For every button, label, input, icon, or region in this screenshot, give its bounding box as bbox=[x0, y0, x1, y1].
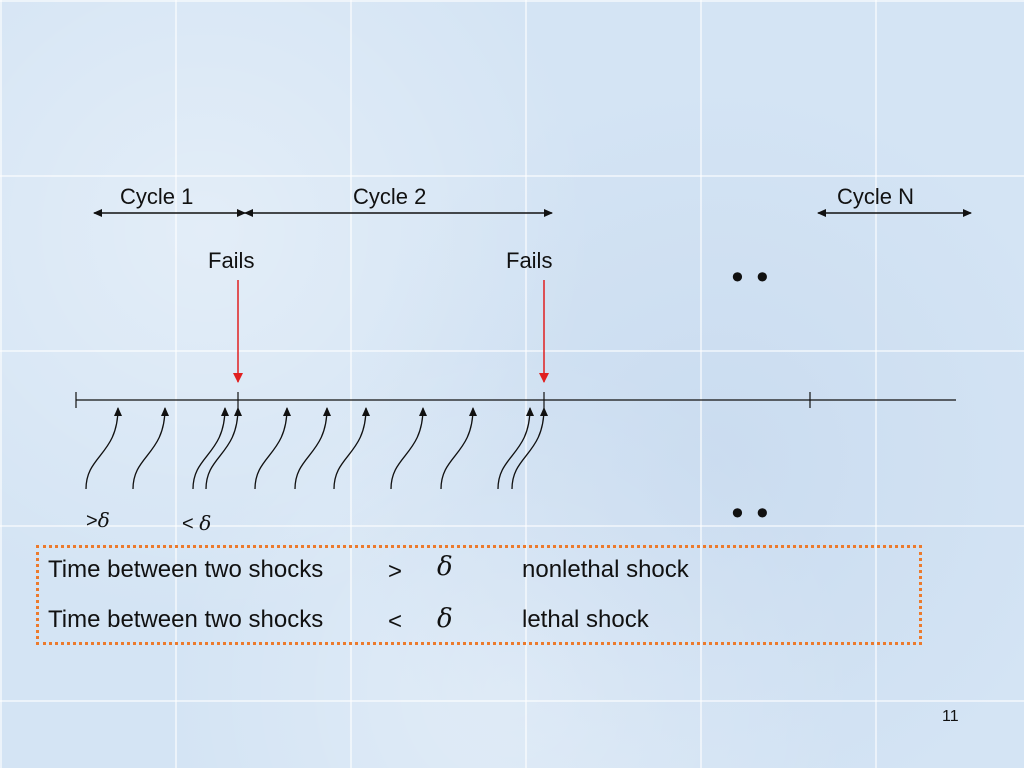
legend-row-nonlethal: Time between two shocks bbox=[48, 558, 323, 582]
shock-arrow bbox=[254, 407, 291, 490]
less-sign: < bbox=[182, 513, 194, 535]
cycle-n-label: Cycle N bbox=[837, 184, 915, 209]
shock-arrow bbox=[192, 407, 229, 490]
shock-arrow bbox=[205, 407, 242, 490]
legend-row-text: Time between two shocks bbox=[48, 556, 324, 583]
ellipsis-lower: •• bbox=[728, 495, 778, 533]
shock-arrow bbox=[85, 407, 122, 490]
cycle-1-label: Cycle 1 bbox=[120, 184, 194, 209]
shock-arrow bbox=[440, 407, 477, 490]
fails-label-2: Fails bbox=[506, 248, 553, 273]
shock-arrows bbox=[85, 407, 548, 490]
legend-row-lethal: Time between two shocks bbox=[48, 608, 323, 632]
less-than-delta-label: < δ bbox=[182, 513, 211, 534]
legend-op-nonlethal: > bbox=[388, 558, 403, 585]
shock-arrow bbox=[294, 407, 331, 490]
ellipsis-upper: •• bbox=[728, 259, 778, 297]
legend-op-lethal: < bbox=[388, 608, 403, 635]
greater-than-delta-label: >δ bbox=[86, 510, 110, 531]
cycle-2-label: Cycle 2 bbox=[353, 184, 427, 209]
fails-label-1: Fails bbox=[208, 248, 255, 273]
shock-arrow bbox=[132, 407, 169, 490]
slide-number: 11 bbox=[942, 708, 959, 725]
legend-delta-lethal: δ bbox=[437, 604, 453, 634]
legend-result-lethal: lethal shock bbox=[522, 606, 649, 633]
delta-symbol: δ bbox=[97, 508, 110, 532]
shock-arrow bbox=[333, 407, 370, 490]
shock-arrow bbox=[497, 407, 534, 490]
delta-symbol: δ bbox=[199, 511, 212, 535]
shock-arrow bbox=[390, 407, 427, 490]
shock-arrow bbox=[511, 407, 548, 490]
greater-sign: > bbox=[86, 510, 98, 532]
legend-row-text: Time between two shocks bbox=[48, 606, 324, 633]
legend-box bbox=[36, 545, 922, 645]
legend-delta-nonlethal: δ bbox=[437, 552, 453, 582]
legend-result-nonlethal: nonlethal shock bbox=[522, 556, 689, 583]
